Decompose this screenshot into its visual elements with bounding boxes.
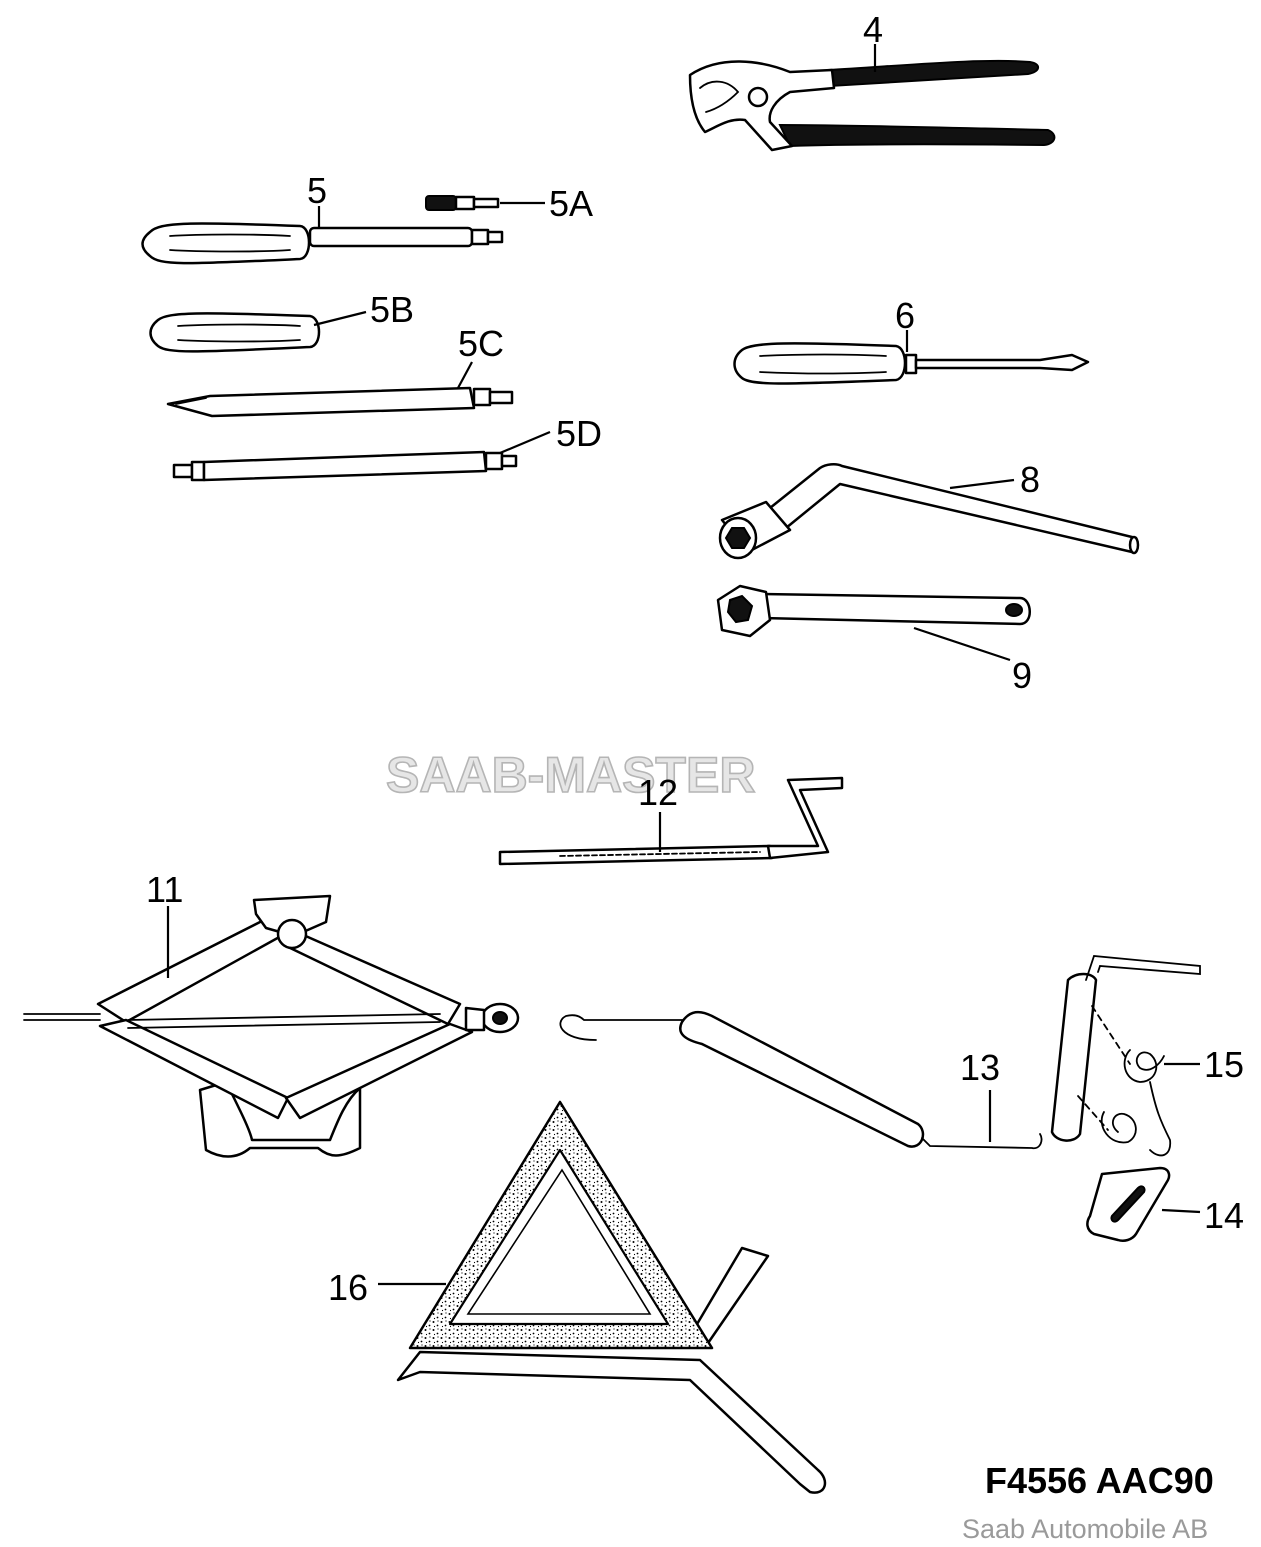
callout-6: 6	[895, 295, 915, 336]
copyright-notice: Saab Automobile AB	[962, 1514, 1209, 1544]
callout-8: 8	[1020, 459, 1040, 500]
leader-14	[1161, 1208, 1201, 1214]
callout-11: 11	[146, 869, 183, 910]
plate-part-14	[1086, 1166, 1171, 1242]
screwdriver-part-5	[141, 222, 504, 265]
callout-4: 4	[863, 9, 883, 50]
reference-code: F4556 AAC90	[985, 1460, 1214, 1501]
wheel-brace-part-8	[718, 463, 1140, 560]
leader-5d	[499, 430, 551, 455]
leader-5b	[313, 310, 367, 327]
callout-5a: 5A	[549, 183, 593, 224]
crank-rod-part-12	[498, 776, 844, 866]
screwdriver-part-6	[733, 342, 1090, 385]
bit-part-5a	[425, 195, 500, 211]
callout-5: 5	[307, 170, 327, 211]
callout-16: 16	[328, 1267, 368, 1308]
spanner-part-9	[716, 584, 1031, 638]
shaft-part-5d	[172, 450, 518, 482]
tow-tool-part-13	[559, 955, 1201, 1150]
leader-5c	[457, 361, 473, 389]
leader-8	[949, 478, 1015, 490]
leader-9	[913, 626, 1011, 662]
hook-part-15	[1100, 1049, 1172, 1157]
callout-9: 9	[1012, 655, 1032, 696]
callout-5b: 5B	[370, 289, 414, 330]
scissor-jack-part-11	[23, 894, 520, 1158]
shaft-part-5c	[166, 386, 514, 418]
handle-part-5b	[149, 312, 321, 353]
pliers-part-4	[688, 59, 1056, 152]
callout-14: 14	[1204, 1195, 1244, 1236]
watermark: SAAB-MASTER	[386, 747, 755, 803]
callout-5c: 5C	[458, 323, 504, 364]
callout-13: 13	[960, 1047, 1000, 1088]
callout-12: 12	[638, 772, 678, 813]
callout-5d: 5D	[556, 413, 602, 454]
warning-triangle-part-16	[396, 1100, 827, 1494]
callout-15: 15	[1204, 1044, 1244, 1085]
